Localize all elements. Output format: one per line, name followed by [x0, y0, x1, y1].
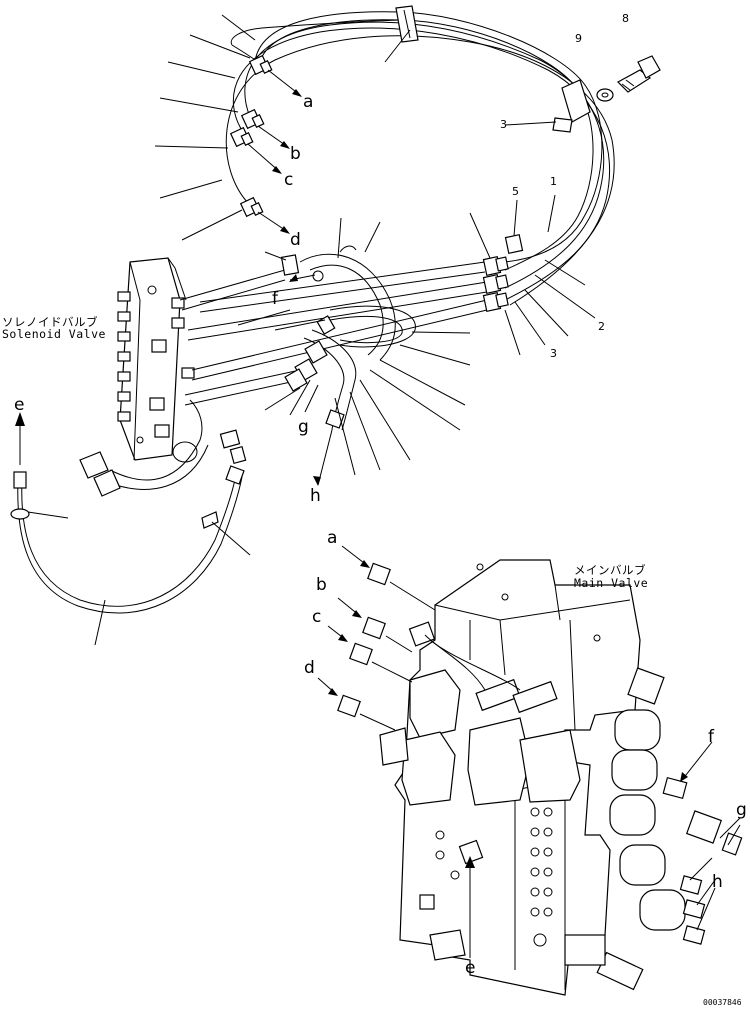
loose-fitting-c: [349, 642, 413, 683]
label-a-lower: a: [327, 528, 337, 548]
hose-bundle-upper: [225, 11, 615, 306]
main-valve-right-solenoids: [564, 667, 743, 991]
clamp-upper-1: [395, 5, 419, 43]
fitting-c: [229, 126, 254, 148]
drawing-code: 00037846: [703, 998, 742, 1007]
part-number-3-upper: 3: [500, 118, 507, 131]
part-number-9: 9: [575, 32, 582, 45]
connector-harness: [79, 399, 209, 497]
part-number-1: 1: [550, 175, 557, 188]
part-number-5: 5: [512, 185, 519, 198]
loose-fitting-b: [362, 616, 413, 653]
label-h-upper: h: [310, 486, 321, 506]
fitting-b: [240, 108, 265, 130]
label-g-upper: g: [298, 417, 309, 437]
label-g-lower: g: [736, 800, 747, 820]
main-valve-label-jp: メインバルブ: [574, 563, 646, 577]
solenoid-valve-label-jp: ソレノイドバルブ: [2, 315, 98, 329]
label-c-lower: c: [312, 607, 321, 627]
main-valve-left-blocks: [379, 669, 581, 961]
part-number-3-lower: 3: [550, 347, 557, 360]
label-a-upper: a: [303, 92, 313, 112]
label-d-lower: d: [304, 658, 315, 678]
label-e-lower: e: [465, 958, 475, 978]
leader-lines-center: [237, 194, 596, 486]
arrowheads-main-valve: [328, 560, 688, 868]
bolt-8: [617, 55, 661, 93]
main-valve-label-en: Main Valve: [574, 576, 648, 590]
loose-fitting-a: [367, 562, 436, 611]
label-h-lower: h: [712, 872, 723, 892]
leader-lines-upper-left: [154, 14, 557, 241]
hose-e: [10, 412, 247, 614]
arrowheads-upper-left: [272, 89, 302, 234]
label-b-lower: b: [316, 575, 327, 595]
leader-lines-lower-left: [27, 511, 251, 646]
part-number-8: 8: [622, 12, 629, 25]
fitting-a: [248, 54, 273, 76]
label-d-upper: d: [290, 230, 301, 250]
arrowheads-center: [289, 274, 321, 486]
label-b-upper: b: [290, 144, 301, 164]
clamp-upper-2: [552, 79, 591, 133]
label-f-upper: f: [272, 289, 279, 309]
center-junction: [280, 245, 416, 431]
solenoid-left-fittings: [117, 291, 131, 422]
solenoid-valve-block: [119, 257, 187, 461]
solenoid-right-fittings: [149, 297, 195, 438]
hoses-solenoid-to-right: [179, 261, 488, 406]
label-c-upper: c: [284, 170, 293, 190]
fitting-d: [239, 196, 264, 218]
loose-fitting-d: [337, 694, 396, 731]
label-f-lower: f: [708, 727, 715, 747]
right-hose-fittings: [482, 234, 524, 312]
part-number-2: 2: [598, 320, 605, 333]
solenoid-valve-label-en: Solenoid Valve: [2, 327, 106, 341]
washer-9: [596, 88, 614, 102]
main-valve-top-fittings: [408, 621, 558, 910]
label-e-upper: e: [14, 395, 24, 415]
